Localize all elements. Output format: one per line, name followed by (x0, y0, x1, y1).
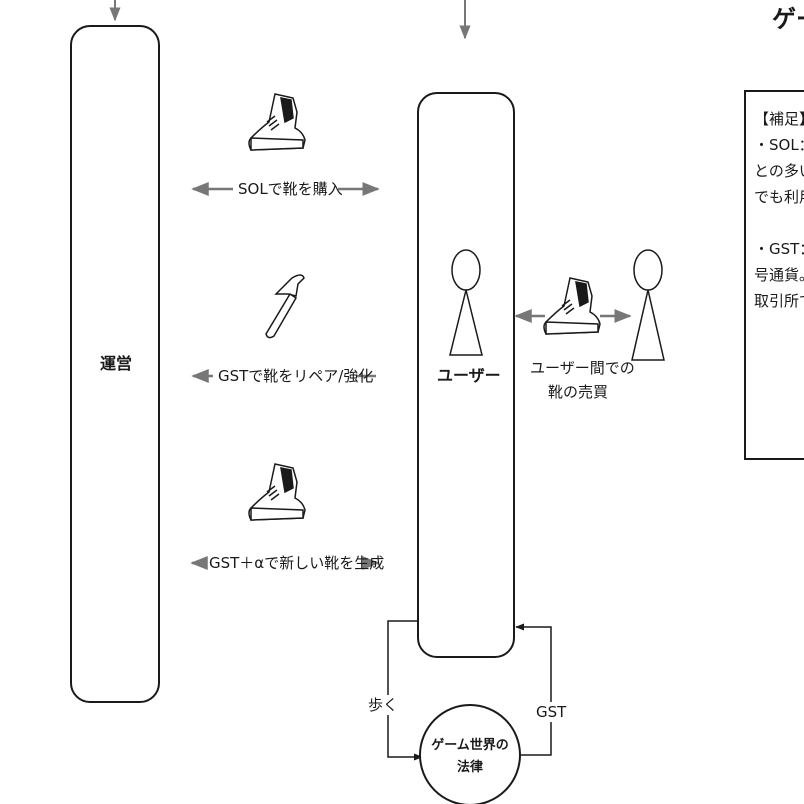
walk-label: 歩く (368, 695, 399, 715)
gst-label: GST (536, 702, 567, 722)
walk-connector (387, 620, 423, 761)
person-icon (631, 249, 665, 361)
buy-label: SOLで靴を購入 (238, 180, 343, 198)
trade-label-line2: 靴の売買 (548, 383, 609, 401)
notes-line: 号通貨。 (754, 266, 804, 284)
sneaker-icon (543, 277, 601, 335)
hammer-icon (265, 274, 305, 339)
notes-line: でも利用 (754, 188, 804, 206)
user-label: ユーザー (437, 366, 501, 385)
section-title-partial: ゲー (772, 5, 804, 33)
sneaker-icon (248, 93, 306, 151)
notes-line: との多い (754, 162, 804, 180)
notes-title: 【補足】 (754, 110, 804, 128)
operator-label: 運営 (100, 354, 133, 373)
repair-label: GSTで靴をリペア/強化 (218, 367, 374, 385)
gst-connector (515, 623, 552, 756)
mint-label: GST＋αで新しい靴を生成 (209, 554, 385, 572)
notes-line: ・GST： (754, 240, 804, 258)
sneaker-icon (248, 463, 306, 521)
operator-node (70, 25, 160, 703)
person-icon (449, 249, 483, 356)
user-node (417, 92, 515, 658)
notes-line: ・SOL： (754, 136, 804, 154)
trade-label-line1: ユーザー間での (530, 359, 635, 377)
notes-line: 取引所で (754, 292, 804, 310)
notes-box: 【補足】 ・SOL： との多い でも利用 ・GST： 号通貨。 取引所で (744, 90, 804, 460)
game-law-node (419, 704, 521, 804)
game-law-label: ゲーム世界の 法律 (431, 738, 509, 775)
